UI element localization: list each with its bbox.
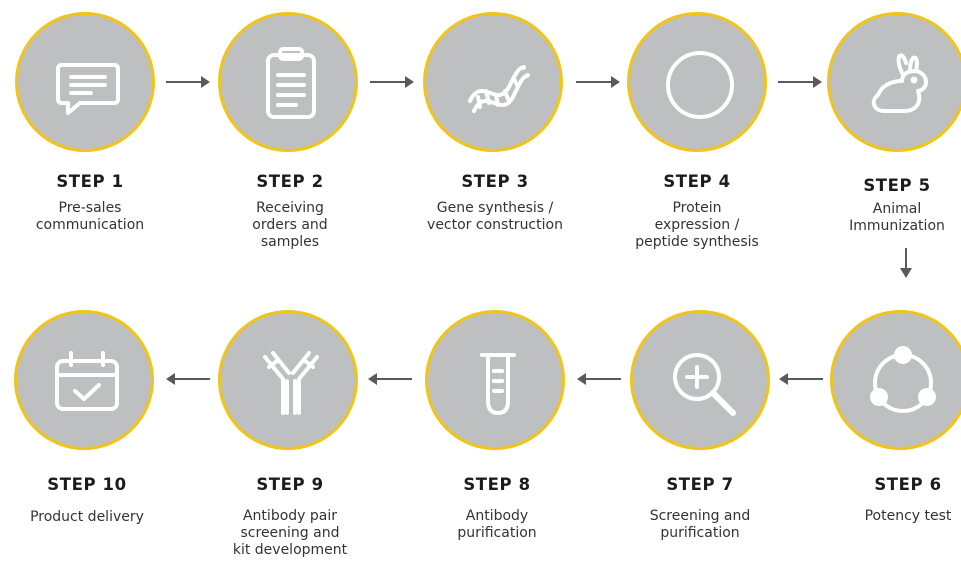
step-description-line: Immunization [849, 218, 945, 234]
step-title: STEP 6 [874, 475, 942, 494]
step-description-line: purification [457, 525, 537, 541]
step-description-line: peptide synthesis [635, 234, 759, 250]
arrow-left-icon [368, 373, 412, 385]
arrow-right-icon [576, 76, 620, 88]
step-title: STEP 9 [256, 475, 324, 494]
step-description: Antibody purification [407, 508, 587, 542]
step-description-line: Screening and [649, 508, 751, 524]
step-description: Pre-sales communication [0, 200, 180, 234]
step-description-line: vector construction [427, 217, 563, 233]
arrow-right-icon [166, 76, 210, 88]
step-description: Screening and purification [610, 508, 790, 542]
step-1: STEP 1 Pre-sales communication [0, 0, 180, 260]
arrow-down-icon [900, 248, 912, 278]
dna-icon [468, 65, 530, 113]
arrow-right-icon [370, 76, 414, 88]
step-description: Animal Immunization [805, 201, 961, 235]
step-8: STEP 8 Antibody purification [407, 300, 587, 567]
magnifier-plus-icon [673, 353, 736, 416]
step-description-line: expression / [654, 217, 740, 233]
step-description: Product delivery [0, 509, 177, 526]
step-description-line: Protein [672, 200, 722, 216]
circle-icon [666, 51, 734, 119]
step-title: STEP 5 [863, 176, 931, 195]
step-description: Potency test [818, 508, 961, 525]
chat-bubble-icon [56, 63, 120, 115]
step-description-line: Antibody pair [242, 508, 337, 524]
step-title: STEP 10 [47, 475, 127, 494]
arrow-left-icon [577, 373, 621, 385]
step-4: STEP 4 Protein expression / peptide synt… [607, 0, 787, 260]
step-9: STEP 9 Antibody pair screening and kit d… [200, 300, 380, 567]
step-title: STEP 3 [461, 172, 529, 191]
molecule-icon [870, 346, 936, 413]
step-7-circle [630, 310, 770, 450]
step-description-line: communication [35, 217, 145, 233]
step-description: Antibody pair screening and kit developm… [200, 508, 380, 559]
calendar-check-icon [55, 351, 119, 411]
test-tube-icon [480, 353, 516, 415]
step-6: STEP 6 Potency test [808, 300, 961, 567]
step-description-line: Antibody [465, 508, 529, 524]
clipboard-icon [266, 47, 316, 119]
step-10: STEP 10 Product delivery [0, 300, 180, 567]
step-title: STEP 2 [256, 172, 324, 191]
step-5-circle [827, 12, 961, 152]
step-description-line: Animal [872, 201, 922, 217]
step-description-line: Potency test [864, 508, 952, 524]
step-1-circle [15, 12, 155, 152]
rabbit-icon [871, 53, 928, 113]
step-4-circle [627, 12, 767, 152]
step-description-line: Pre-sales [58, 200, 122, 216]
antibody-icon [263, 351, 319, 415]
step-title: STEP 7 [666, 475, 734, 494]
step-2-circle [218, 12, 358, 152]
arrow-left-icon [166, 373, 210, 385]
step-title: STEP 8 [463, 475, 531, 494]
arrow-left-icon [779, 373, 823, 385]
step-3-circle [423, 12, 563, 152]
step-title: STEP 1 [56, 172, 124, 191]
step-7: STEP 7 Screening and purification [610, 300, 790, 567]
step-description: Receiving orders and samples [200, 200, 380, 251]
step-description-line: Receiving [256, 200, 324, 216]
step-description-line: kit development [232, 542, 348, 558]
arrow-right-icon [778, 76, 822, 88]
step-9-circle [218, 310, 358, 450]
step-10-circle [14, 310, 154, 450]
step-description-line: screening and [240, 525, 340, 541]
step-description: Gene synthesis / vector construction [405, 200, 585, 234]
step-2: STEP 2 Receiving orders and samples [200, 0, 380, 260]
step-5: STEP 5 Animal Immunization [805, 0, 961, 260]
step-description-line: samples [260, 234, 320, 250]
step-description-line: orders and [252, 217, 328, 233]
step-description-line: Product delivery [30, 509, 144, 525]
step-8-circle [425, 310, 565, 450]
step-description-line: Gene synthesis / [436, 200, 554, 216]
step-6-circle [830, 310, 961, 450]
step-title: STEP 4 [663, 172, 731, 191]
step-3: STEP 3 Gene synthesis / vector construct… [405, 0, 585, 260]
step-description: Protein expression / peptide synthesis [607, 200, 787, 251]
step-description-line: purification [660, 525, 740, 541]
